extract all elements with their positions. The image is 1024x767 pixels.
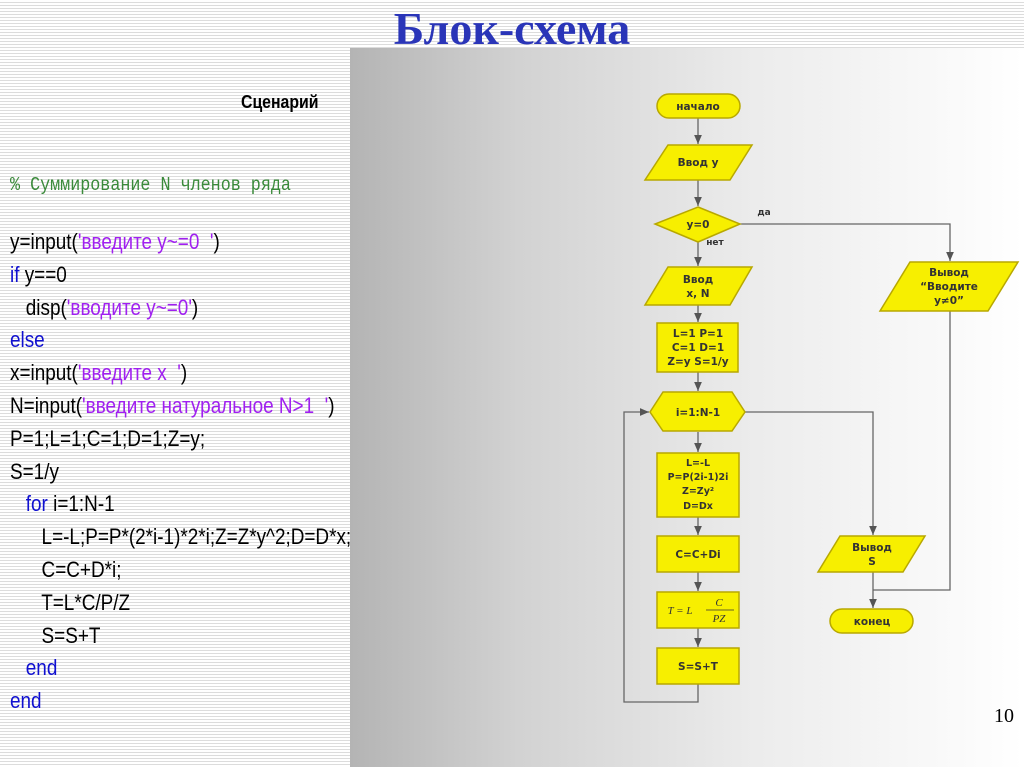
code-line: disp('вводите y~=0') — [10, 292, 351, 325]
decision-label: y=0 — [687, 219, 710, 231]
body-line: L=-L — [686, 458, 710, 469]
connectors — [623, 117, 954, 703]
code-text: ) — [180, 360, 188, 386]
t-formula-numerator: C — [715, 597, 723, 609]
code-text: T=L*C/P/Z — [41, 589, 131, 615]
code-line: P=1;L=1;C=1;D=1;Z=y; — [10, 423, 351, 456]
code-line: end — [10, 652, 351, 685]
init-line: C=1 D=1 — [672, 342, 724, 354]
end-label: конец — [854, 616, 891, 628]
c-update-label: C=C+Di — [675, 549, 720, 561]
input-xn-block — [643, 266, 754, 306]
input-y-block — [643, 144, 754, 181]
input-y-label: Ввод y — [678, 157, 719, 169]
code-text: S=1/y — [10, 458, 59, 484]
output-error-line: Вывод — [929, 267, 969, 279]
code-line: S=S+T — [10, 620, 351, 653]
code-text: ) — [191, 294, 199, 320]
init-line: L=1 P=1 — [673, 328, 723, 340]
code-keyword: for — [25, 491, 48, 517]
code-text: y=input( — [10, 229, 78, 254]
output-s-line: Вывод — [852, 542, 892, 554]
code-line: y=input('введите y~=0 ') — [10, 226, 351, 259]
yes-label: да — [757, 208, 770, 218]
output-error-block — [878, 261, 1020, 312]
code-text: L=-L;P=P*(2*i-1)*2*i;Z=Z*y^2;D=D*x; — [41, 524, 352, 550]
output-error-line: “Вводите — [920, 281, 978, 293]
c-update-block — [656, 535, 740, 573]
output-s-line: S — [868, 556, 876, 568]
code-line: for i=1:N-1 — [10, 488, 351, 521]
code-text: x=input( — [10, 360, 78, 386]
code-keyword: else — [10, 327, 45, 353]
code-text: y==0 — [19, 261, 67, 287]
page-number: 10 — [994, 705, 1014, 727]
body-line: Z=Zy² — [682, 486, 714, 497]
start-label: начало — [676, 101, 720, 113]
code-line: if y==0 — [10, 259, 351, 292]
loop-block — [649, 391, 746, 432]
code-line: T=L*C/P/Z — [10, 587, 351, 620]
code-text: S=S+T — [41, 622, 101, 648]
code-keyword: end — [25, 655, 58, 681]
code-string: 'введите натуральное N>1 ' — [82, 392, 329, 418]
end-terminal — [829, 608, 914, 634]
output-error-line: y≠0” — [934, 295, 964, 307]
scenario-heading: Сценарий — [241, 92, 319, 112]
code-comment: % Суммирование N членов ряда — [10, 174, 291, 196]
loop-body-block — [656, 452, 740, 518]
init-line: Z=y S=1/y — [667, 356, 728, 368]
code-line: end — [10, 685, 351, 718]
no-label: нет — [706, 238, 724, 248]
output-s-block — [816, 535, 927, 573]
code-text: i=1:N-1 — [47, 491, 115, 517]
t-formula-lhs: T = L — [668, 605, 693, 617]
code-keyword: if — [10, 261, 20, 287]
s-update-label: S=S+T — [678, 661, 719, 673]
code-line: C=C+D*i; — [10, 554, 351, 587]
code-text: ) — [328, 392, 335, 418]
code-line: S=1/y — [10, 456, 351, 489]
code-keyword: end — [10, 688, 42, 714]
code-line: x=input('введите x ') — [10, 357, 351, 390]
code-line: else — [10, 324, 351, 357]
code-string: 'вводите y~=0' — [66, 294, 192, 320]
body-line: D=Dx — [683, 501, 713, 512]
code-line: L=-L;P=P*(2*i-1)*2*i;Z=Z*y^2;D=D*x; — [10, 521, 352, 554]
loop-label: i=1:N-1 — [676, 407, 720, 419]
input-xn-line: x, N — [686, 288, 709, 300]
code-text: N=input( — [10, 392, 83, 418]
decision-block — [653, 206, 742, 243]
code-string: 'введите y~=0 ' — [77, 229, 214, 254]
s-update-block — [656, 647, 740, 685]
body-line: P=P(2i-1)2i — [668, 472, 729, 483]
code-text: C=C+D*i; — [41, 556, 122, 582]
init-block — [656, 322, 739, 373]
input-xn-line: Ввод — [683, 274, 713, 286]
code-text: P=1;L=1;C=1;D=1;Z=y; — [10, 425, 206, 451]
t-formula-denominator: PZ — [712, 613, 727, 625]
code-string: 'введите x ' — [77, 360, 181, 386]
code-line: N=input('введите натуральное N>1 ') — [10, 390, 351, 423]
slide-title: Блок-схема — [393, 3, 631, 54]
code-text: ) — [213, 229, 220, 254]
code-text: disp( — [25, 294, 67, 320]
start-terminal — [656, 93, 741, 119]
code-listing: y=input('введите y~=0 ')if y==0 disp('вв… — [10, 226, 351, 718]
